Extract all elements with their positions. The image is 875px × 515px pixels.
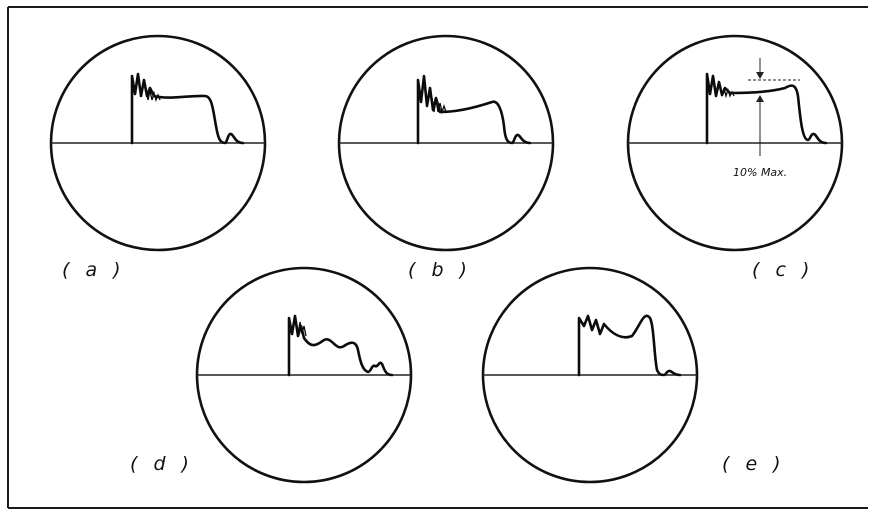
tolerance-annotation: 10% Max. bbox=[733, 166, 787, 179]
waveform-e bbox=[577, 314, 682, 377]
waveform-c bbox=[705, 72, 828, 145]
panel-label-c: ( c ) bbox=[752, 259, 814, 281]
panel-label-e: ( e ) bbox=[722, 453, 786, 475]
panel-label-d: ( d ) bbox=[130, 453, 194, 475]
arrow-down-icon bbox=[756, 72, 764, 79]
scope-panel-e: ( e ) bbox=[481, 266, 786, 484]
waveform-b bbox=[416, 74, 532, 145]
scope-panel-d: ( d ) bbox=[130, 266, 413, 484]
scope-panel-a: ( a ) bbox=[49, 34, 267, 281]
waveform-d bbox=[287, 314, 394, 377]
scope-panel-b: ( b ) bbox=[337, 34, 555, 281]
arrow-up-icon bbox=[756, 95, 764, 102]
panel-label-b: ( b ) bbox=[408, 259, 472, 281]
ten-percent-dimension bbox=[748, 58, 800, 156]
scope-panel-c: 10% Max. ( c ) bbox=[626, 34, 844, 281]
panel-label-a: ( a ) bbox=[62, 259, 126, 281]
figure-frame bbox=[7, 6, 868, 509]
